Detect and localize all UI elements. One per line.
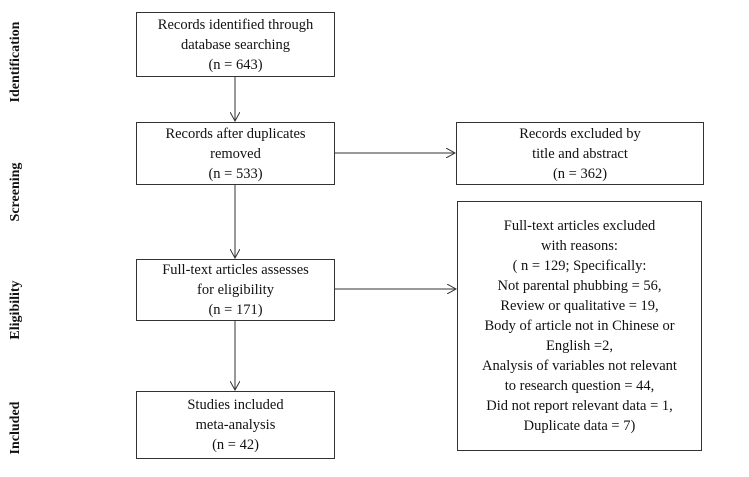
box-records-after-duplicates: Records after duplicates removed (n = 53… [136,122,335,185]
box-records-excluded-title-abstract: Records excluded by title and abstract (… [456,122,704,185]
box-fulltext-assessed: Full-text articles assesses for eligibil… [136,259,335,321]
box-records-identified: Records identified through database sear… [136,12,335,77]
box-studies-included: Studies included meta-analysis (n = 42) [136,391,335,459]
box-fulltext-excluded: Full-text articles excluded with reasons… [457,201,702,451]
